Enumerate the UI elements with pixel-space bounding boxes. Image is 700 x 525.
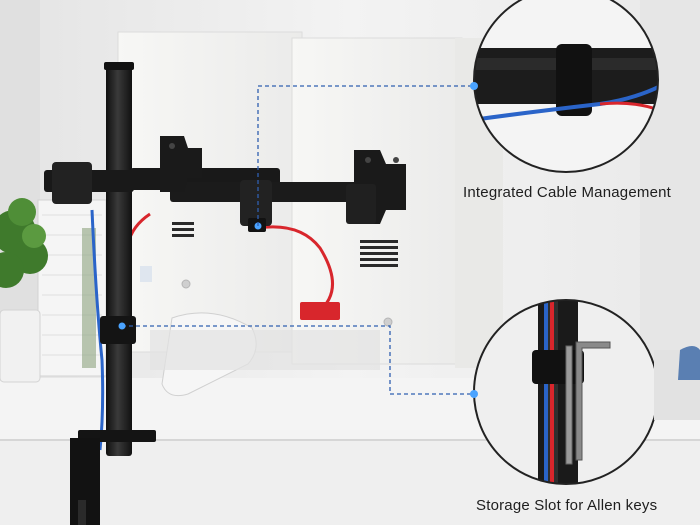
clamp-screw [78, 500, 86, 525]
monitor-screw-hole [383, 317, 393, 327]
sticker [140, 266, 152, 282]
vesa-screw [365, 157, 371, 163]
cable-red-to-monitor [257, 225, 334, 314]
arm-left-joint [52, 162, 92, 204]
cable-blue [90, 209, 105, 451]
desk-box [150, 330, 380, 370]
callout-cable-management [470, 0, 659, 173]
zoom-clip [556, 44, 592, 116]
callout-dot [470, 82, 478, 90]
callout-ring [473, 0, 659, 173]
callout-label-cable-management: Integrated Cable Management [463, 184, 672, 201]
storage-callout-dot [118, 322, 126, 330]
vesa-screw [393, 157, 399, 163]
zoom-cable-red [599, 101, 658, 116]
callout-label-storage-slot: Storage Slot for Allen keys [476, 497, 658, 514]
arm-right-joint [240, 180, 272, 226]
zoom-allen-key [575, 341, 611, 461]
zoom-cable-blue [474, 80, 658, 122]
pole-cap [104, 62, 134, 70]
vesa-plate-left [160, 136, 202, 192]
leader-line-storage [122, 325, 474, 395]
plant-leaves [0, 198, 48, 288]
hdmi-plug-red [300, 302, 340, 320]
monitor-screw-hole [181, 279, 191, 289]
person-sleeve [678, 346, 700, 380]
tray-green-folder [82, 228, 96, 368]
vent-slots [172, 222, 398, 267]
leader-line-cable [257, 85, 474, 226]
plant-pot [0, 309, 41, 383]
mount-pole [106, 66, 132, 456]
callout-dot [470, 390, 478, 398]
cable-clip-pole [100, 316, 136, 344]
zoom-allen-key-2 [565, 345, 573, 465]
callout-storage-slot [470, 299, 659, 485]
vesa-mount-right-block [346, 184, 376, 224]
vesa-screw [169, 143, 175, 149]
